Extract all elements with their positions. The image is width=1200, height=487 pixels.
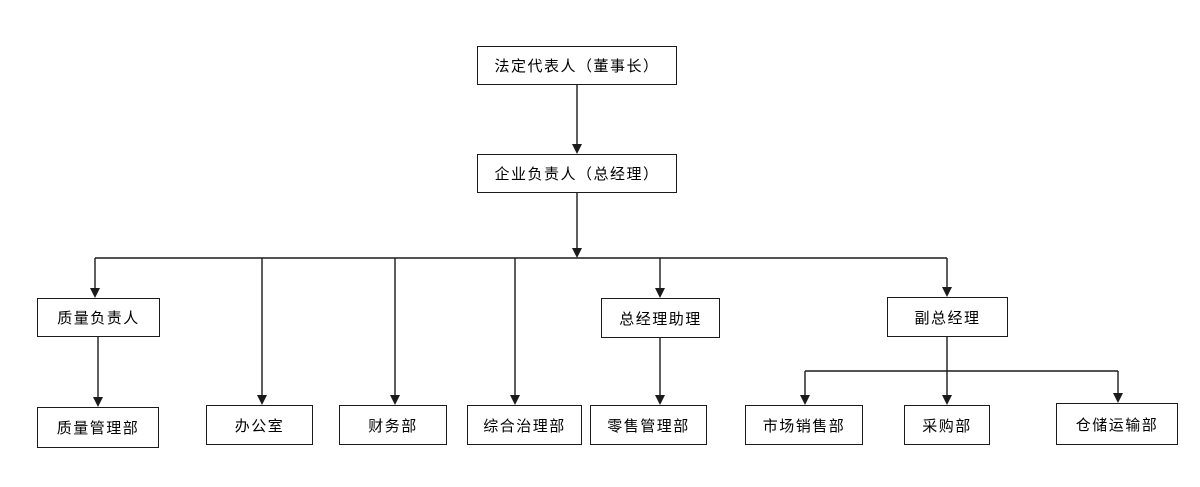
- node-purchasing-dept: 采购部: [904, 405, 990, 445]
- arrowhead: [572, 144, 582, 154]
- node-quality-head: 质量负责人: [37, 298, 160, 337]
- node-office: 办公室: [206, 405, 313, 445]
- arrowhead: [942, 287, 952, 297]
- arrowhead: [572, 248, 582, 258]
- node-warehouse-dept: 仓储运输部: [1056, 403, 1178, 445]
- arrowhead: [1113, 393, 1123, 403]
- arrowhead: [90, 288, 100, 298]
- arrowhead: [655, 288, 665, 298]
- node-finance-dept: 财务部: [339, 405, 447, 445]
- node-general-manager: 企业负责人（总经理）: [477, 154, 677, 193]
- node-quality-dept: 质量管理部: [37, 407, 159, 448]
- arrowhead: [390, 395, 400, 405]
- node-deputy-gm: 副总经理: [887, 297, 1008, 337]
- arrowhead: [510, 395, 520, 405]
- arrowhead: [93, 397, 103, 407]
- arrowhead: [655, 395, 665, 405]
- arrowhead: [800, 395, 810, 405]
- node-comprehensive-governance-dept: 综合治理部: [467, 405, 582, 445]
- node-retail-dept: 零售管理部: [590, 405, 707, 445]
- node-gm-assistant: 总经理助理: [601, 298, 720, 338]
- node-legal-representative: 法定代表人（董事长）: [477, 46, 677, 85]
- node-marketing-dept: 市场销售部: [745, 405, 863, 445]
- arrowhead: [942, 395, 952, 405]
- arrowhead: [257, 395, 267, 405]
